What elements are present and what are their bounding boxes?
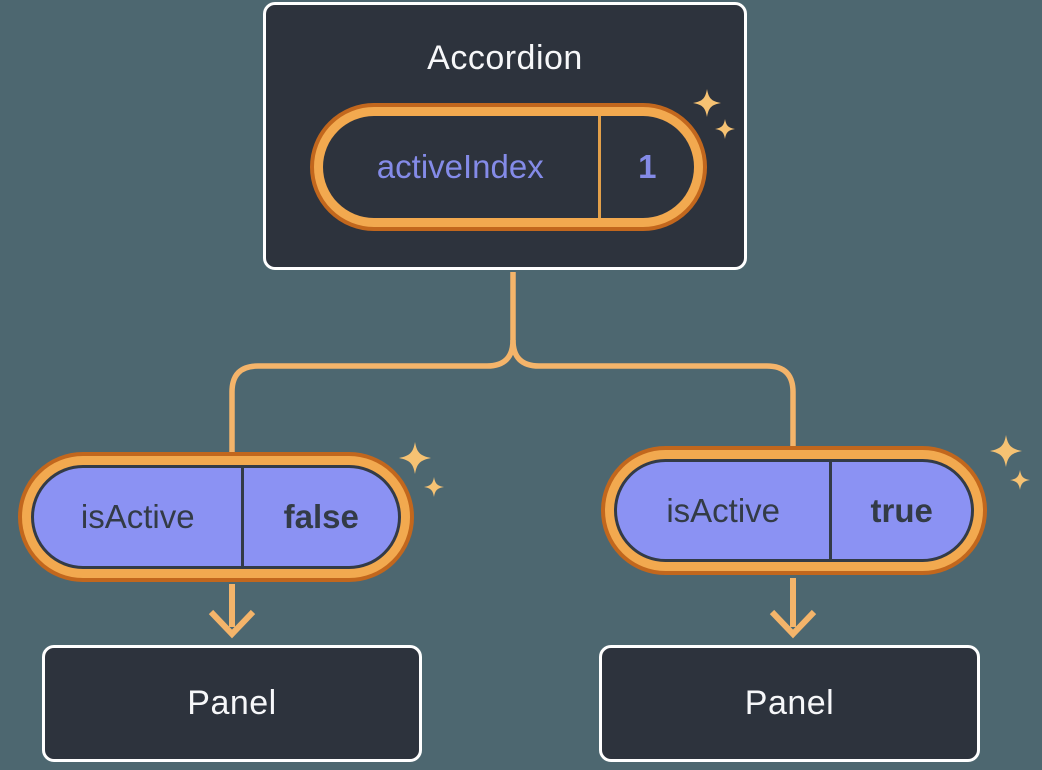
panel-node-right: Panel: [599, 645, 980, 762]
prop-pill-value: true: [870, 491, 933, 529]
sparkle-icon: [693, 89, 735, 139]
branch-line-right: [510, 339, 796, 452]
sparkle-icon: [990, 435, 1030, 490]
sparkle-icon: [399, 442, 444, 497]
state-pill-value: 1: [638, 148, 657, 185]
panel-title: Panel: [744, 684, 835, 722]
prop-pill-divider: [241, 468, 245, 566]
prop-pill-label: isActive: [666, 491, 781, 529]
state-pill-divider: [597, 116, 601, 218]
prop-pill-isactive-true: isActive true: [601, 446, 987, 575]
panel-title: Panel: [187, 684, 277, 722]
arrow-down-icon: [769, 609, 817, 639]
prop-pill-divider: [829, 462, 833, 559]
prop-pill-isactive-false: isActive false: [18, 452, 414, 582]
state-pill: activeIndex 1: [310, 103, 707, 231]
accordion-title: Accordion: [427, 39, 583, 77]
branch-line-left: [229, 272, 516, 458]
prop-pill-label: isActive: [80, 498, 195, 535]
arrow-down-icon: [208, 609, 256, 639]
prop-pill-value: false: [283, 498, 359, 535]
state-pill-label: activeIndex: [376, 148, 544, 185]
panel-node-left: Panel: [42, 645, 422, 762]
